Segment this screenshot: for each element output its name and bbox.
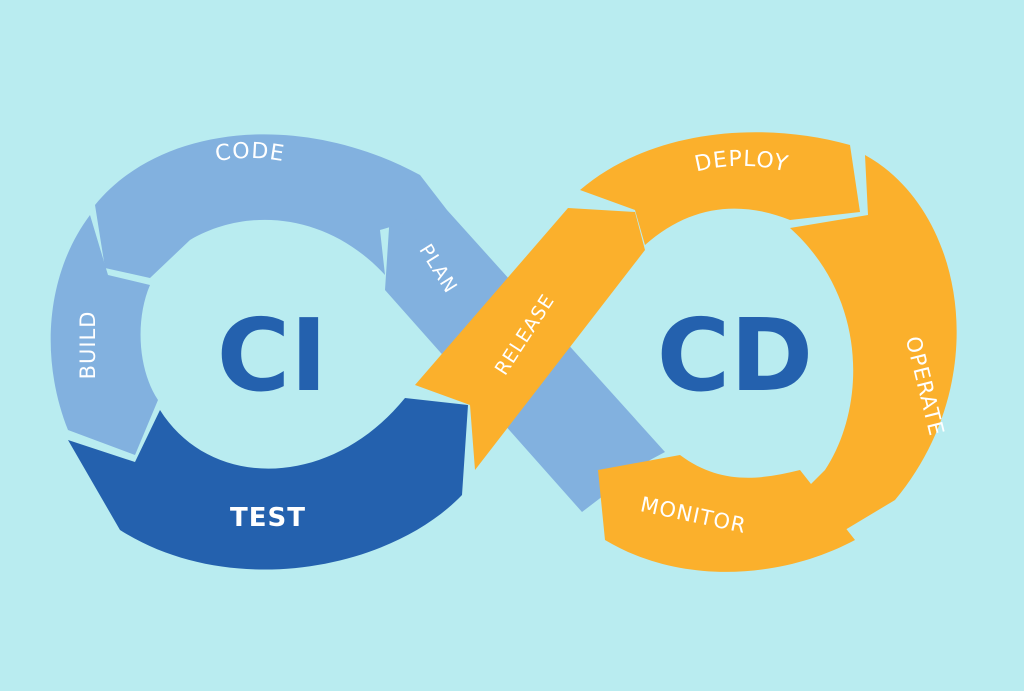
- release-segment: [415, 208, 645, 470]
- test-segment: [68, 398, 468, 570]
- deploy-segment: [580, 132, 860, 245]
- ci-title: CI: [217, 297, 328, 414]
- build-label: BUILD: [76, 311, 100, 380]
- code-segment: [95, 134, 447, 278]
- build-segment: [50, 215, 158, 455]
- cd-title: CD: [657, 297, 813, 414]
- test-label: TEST: [230, 503, 306, 533]
- operate-segment: [790, 155, 957, 530]
- code-label: CODE: [214, 139, 287, 167]
- monitor-segment: [598, 455, 855, 572]
